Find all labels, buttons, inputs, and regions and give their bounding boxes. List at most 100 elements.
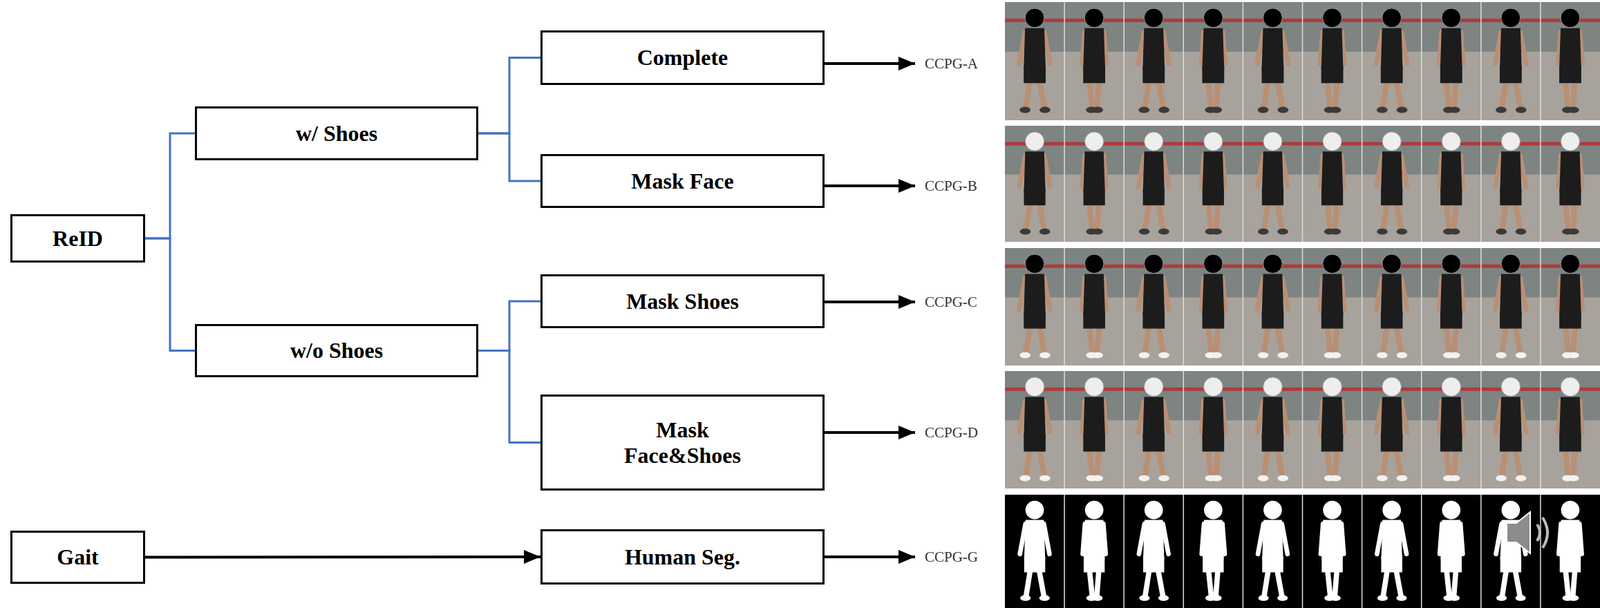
leg [1215, 450, 1218, 477]
shoe [1257, 475, 1269, 482]
leg [1144, 450, 1149, 477]
shirt [1321, 519, 1343, 560]
shirt [1440, 28, 1463, 70]
shoe [1449, 475, 1461, 482]
bracket-connector [478, 301, 541, 352]
silhouette-figure [1257, 501, 1288, 602]
head [1322, 501, 1342, 520]
person-figure [1201, 8, 1226, 114]
strip-background [1004, 2, 1600, 121]
head [1263, 254, 1283, 274]
person-figure [1019, 254, 1051, 359]
leg [1446, 81, 1450, 108]
shirt [1380, 28, 1404, 70]
leg [1264, 450, 1269, 477]
shirt [1083, 28, 1106, 70]
leg [1089, 450, 1093, 477]
person-figure [1201, 132, 1225, 235]
frame-separator [1539, 248, 1542, 366]
leg [1089, 571, 1093, 597]
leg [1215, 571, 1218, 597]
shorts [1499, 189, 1522, 206]
head [1561, 501, 1580, 520]
leg [1382, 81, 1388, 108]
pointer-arrow [824, 62, 916, 65]
shirt [1262, 397, 1285, 439]
person-figure [1438, 377, 1464, 482]
shoe [1449, 107, 1461, 114]
box-label: Human Seg. [624, 544, 741, 571]
leg [1334, 571, 1337, 597]
frame-separator [1420, 2, 1423, 121]
person-figure [1257, 132, 1289, 235]
frame-separator [1242, 125, 1245, 242]
shorts [1380, 312, 1404, 329]
pointer-arrow [824, 555, 916, 559]
leg [1264, 203, 1269, 230]
frame-separator [1539, 2, 1542, 121]
person-figure [1019, 132, 1050, 235]
shorts [1559, 189, 1581, 206]
shoe [1210, 352, 1222, 359]
shoe [1139, 475, 1151, 482]
strip-background [1004, 248, 1600, 366]
silhouette-figure [1376, 501, 1407, 602]
leg [1327, 571, 1331, 597]
shoe [1515, 107, 1527, 114]
leg [1515, 450, 1521, 477]
head [1560, 8, 1580, 28]
person-figure [1082, 8, 1107, 114]
box-label: Mask Face [631, 168, 734, 195]
person-figure [1138, 254, 1170, 359]
leg [1446, 571, 1450, 597]
leg [1565, 203, 1569, 230]
leg [1573, 327, 1576, 354]
process-box: Human Seg. [540, 529, 825, 585]
head [1143, 377, 1164, 397]
shorts [1321, 66, 1344, 83]
shorts [1499, 66, 1522, 83]
leg [1396, 81, 1402, 108]
head [1382, 8, 1402, 28]
leg [1096, 327, 1099, 354]
person-figure [1138, 8, 1170, 114]
frame-separator [1361, 2, 1363, 121]
leg [1515, 203, 1521, 230]
shorts [1440, 435, 1463, 453]
shorts [1559, 557, 1581, 573]
process-box: ReID [10, 214, 146, 263]
frame-separator [1480, 248, 1482, 366]
shoe [1396, 228, 1408, 235]
person-figure [1138, 132, 1169, 235]
silhouette-figure [1495, 501, 1526, 602]
shoe [1019, 352, 1031, 359]
leg [1396, 571, 1401, 597]
leg [1208, 327, 1211, 354]
shoe [1277, 352, 1289, 359]
head [1203, 8, 1223, 28]
shoe [1039, 475, 1051, 482]
shirt [1559, 28, 1582, 70]
leg [1277, 203, 1283, 230]
shirt [1024, 519, 1046, 560]
frame-separator [1183, 2, 1185, 121]
image-strip [1004, 2, 1600, 121]
silhouette-figure [1020, 501, 1050, 602]
shoe [1257, 228, 1269, 235]
person-figure [1257, 8, 1289, 114]
head [1501, 254, 1521, 274]
head [1322, 254, 1343, 274]
leg [1208, 81, 1211, 108]
frame-separator [1063, 2, 1066, 121]
head [1263, 8, 1283, 28]
shirt [1262, 151, 1284, 193]
shirt [1321, 397, 1344, 439]
head [1085, 132, 1104, 151]
subset-label: CCPG-A [924, 55, 978, 73]
frame-separator [1123, 125, 1125, 242]
leg [1565, 571, 1569, 597]
shirt [1083, 519, 1105, 560]
shorts [1559, 312, 1582, 329]
leg [1502, 571, 1507, 597]
frame-separator [1183, 125, 1185, 242]
